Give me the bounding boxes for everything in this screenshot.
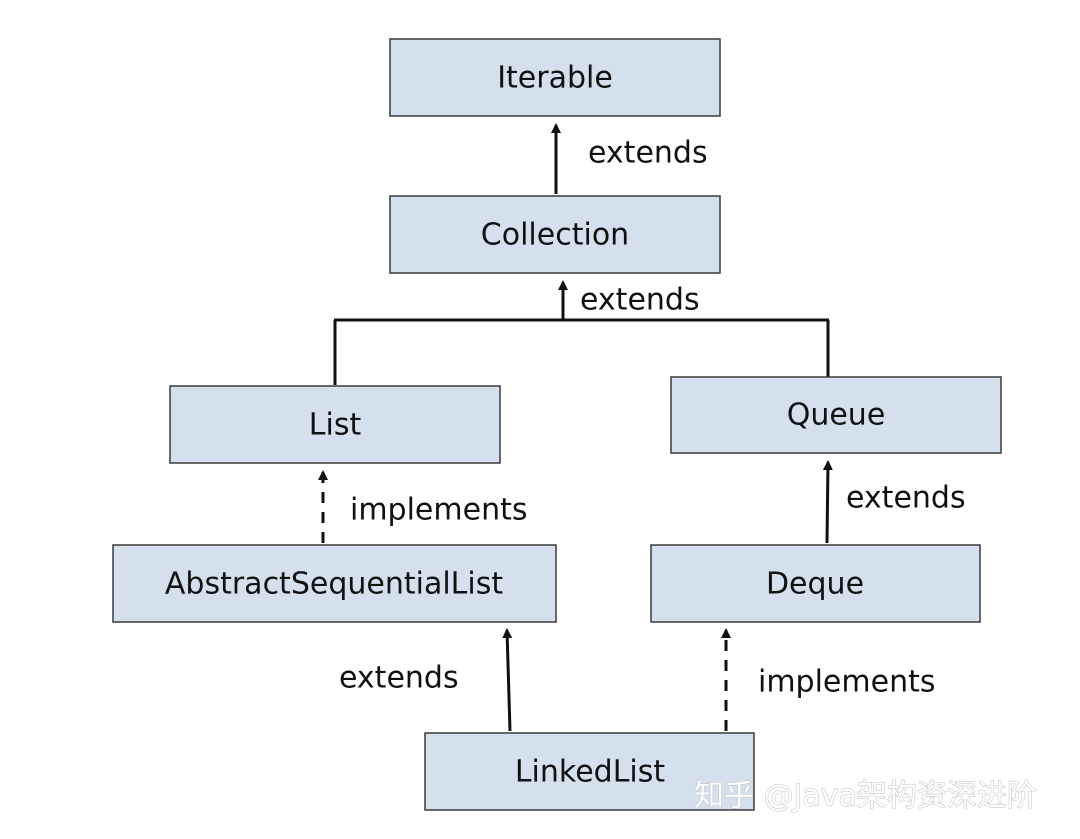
node-label: Iterable xyxy=(497,61,613,96)
node-label: Queue xyxy=(787,398,886,433)
edge-label: extends xyxy=(846,481,966,516)
edge-label: implements xyxy=(350,493,527,528)
node-list: List xyxy=(169,385,501,464)
edge-linkedlist-to-asl: extends xyxy=(339,628,513,732)
node-deque: Deque xyxy=(650,544,981,623)
edge-list-queue-to-collection: extends xyxy=(333,280,830,385)
node-label: AbstractSequentialList xyxy=(165,567,503,602)
node-label: LinkedList xyxy=(515,755,666,790)
edge-label: extends xyxy=(339,661,459,696)
edge-label: implements xyxy=(758,665,935,700)
node-linked-list: LinkedList xyxy=(424,732,755,811)
node-label: List xyxy=(309,408,362,443)
node-label: Collection xyxy=(481,218,629,253)
arrow-line xyxy=(822,460,833,544)
node-label: Deque xyxy=(766,567,864,602)
node-queue: Queue xyxy=(670,376,1002,454)
edge-label: extends xyxy=(580,283,700,318)
node-abstract-sequential-list: AbstractSequentialList xyxy=(112,544,557,623)
edge-collection-to-iterable: extends xyxy=(551,123,708,194)
node-box xyxy=(650,544,981,623)
edge-label: extends xyxy=(588,136,708,171)
arrow-line xyxy=(502,628,513,732)
watermark-text: 知乎 @Java架构资深进阶 xyxy=(694,779,1037,814)
node-box xyxy=(112,544,557,623)
edge-asl-to-list: implements xyxy=(318,470,527,543)
node-box xyxy=(670,376,1002,454)
node-collection: Collection xyxy=(389,195,721,274)
edge-linkedlist-to-deque: implements xyxy=(721,628,935,731)
node-box xyxy=(389,195,721,274)
node-box xyxy=(424,732,755,811)
edge-deque-to-queue: extends xyxy=(822,460,966,544)
node-iterable: Iterable xyxy=(389,38,721,117)
node-box xyxy=(169,385,501,464)
node-box xyxy=(389,38,721,117)
